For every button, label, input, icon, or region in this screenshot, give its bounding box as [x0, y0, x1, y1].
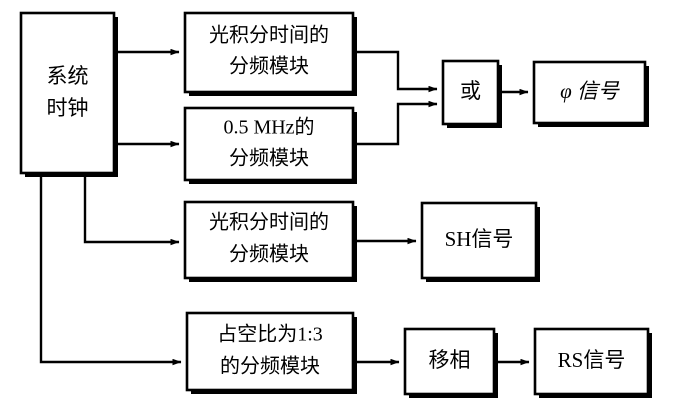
- block-sh-signal[interactable]: SH信号: [420, 201, 540, 282]
- connection-clock-to-divider2: [83, 173, 180, 246]
- block-half-mhz-divider[interactable]: 0.5 MHz的 分频模块: [183, 106, 357, 184]
- block-integration-time-divider-1-line-2: 分频模块: [229, 55, 309, 78]
- block-half-mhz-divider-line-2: 分频模块: [229, 147, 309, 170]
- block-half-mhz-divider-line-1: 0.5 MHz的: [223, 116, 314, 139]
- connection-clock-to-duty-divider: [39, 173, 182, 366]
- block-or-gate-label: 或: [460, 79, 481, 103]
- block-integration-time-divider-1-line-1: 光积分时间的: [209, 24, 329, 47]
- block-system-clock-line-1: 系统: [47, 64, 89, 88]
- block-phi-signal[interactable]: φ 信号: [532, 60, 649, 127]
- block-system-clock[interactable]: 系统 时钟: [19, 11, 118, 177]
- block-duty-cycle-divider[interactable]: 占空比为1:3 的分频模块: [185, 311, 357, 394]
- block-rs-signal[interactable]: RS信号: [533, 327, 652, 398]
- block-sh-signal-label: SH信号: [445, 227, 514, 251]
- block-integration-time-divider-2[interactable]: 光积分时间的 分频模块: [183, 200, 357, 282]
- connection-half-mhz-to-or: [353, 100, 438, 146]
- block-integration-time-divider-2-line-1: 光积分时间的: [209, 211, 329, 234]
- block-integration-time-divider-2-line-2: 分频模块: [229, 243, 309, 266]
- block-duty-cycle-divider-line-1: 占空比为1:3: [217, 323, 323, 346]
- block-phi-signal-label: φ 信号: [560, 79, 620, 103]
- block-integration-time-divider-1[interactable]: 光积分时间的 分频模块: [183, 11, 357, 96]
- block-system-clock-line-2: 时钟: [47, 96, 89, 120]
- block-phase-shift[interactable]: 移相: [403, 327, 498, 398]
- block-duty-cycle-divider-line-2: 的分频模块: [220, 355, 320, 378]
- block-rs-signal-label: RS信号: [558, 348, 626, 372]
- block-phase-shift-label: 移相: [429, 348, 471, 372]
- block-or-gate[interactable]: 或: [441, 59, 502, 128]
- connection-divider1-to-or: [353, 50, 438, 93]
